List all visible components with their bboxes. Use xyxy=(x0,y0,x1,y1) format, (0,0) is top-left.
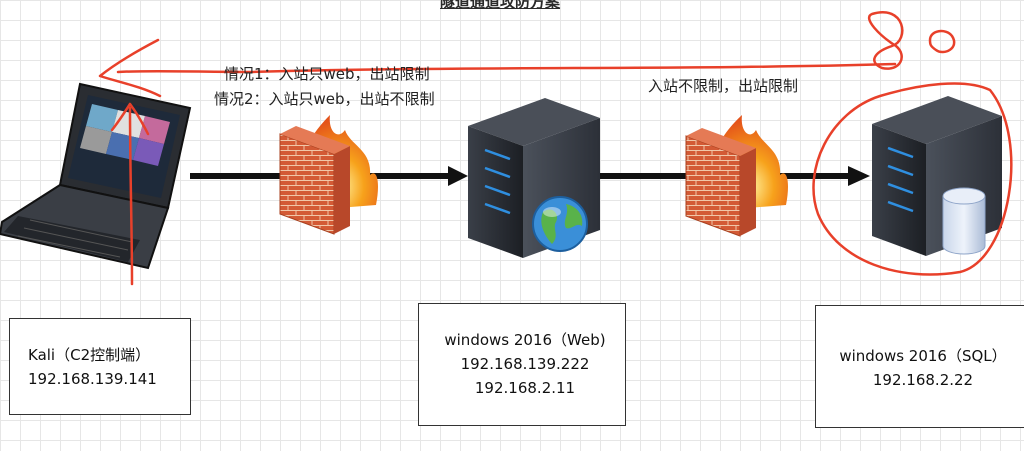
web-node-ip-1: 192.168.139.222 xyxy=(460,355,590,373)
web-server-icon xyxy=(468,98,600,258)
annotation-circle-sql xyxy=(812,82,1013,276)
annotation-arrowhead-left xyxy=(98,38,162,98)
kali-node-box: Kali（C2控制端） 192.168.139.141 xyxy=(9,318,191,415)
case-1-label: 情况1：入站只web，出站限制 xyxy=(224,65,430,83)
annotation-arrowhead-up xyxy=(110,102,150,136)
sql-node-name: windows 2016（SQL） xyxy=(839,347,1007,365)
diagram-title: 隧道通道攻防方案 xyxy=(440,0,561,11)
sql-node-ip: 192.168.2.22 xyxy=(872,371,974,389)
red-annotations xyxy=(98,11,1013,286)
case-2-label: 情况2：入站只web，出站不限制 xyxy=(214,90,435,108)
web-node-ip-2: 192.168.2.11 xyxy=(474,379,576,397)
web-node-name: windows 2016（Web) xyxy=(444,331,606,349)
annotation-scribble-zero xyxy=(928,29,956,54)
firewall-icon xyxy=(685,115,788,237)
case-3-label: 入站不限制，出站限制 xyxy=(648,77,799,95)
annotation-vertical-arrow xyxy=(128,106,134,286)
web-node-box: windows 2016（Web) 192.168.139.222 192.16… xyxy=(418,303,626,426)
kali-node-name: Kali（C2控制端） xyxy=(28,346,151,364)
annotation-scribble-eight xyxy=(868,11,904,70)
database-icon xyxy=(942,187,986,255)
sql-node-box: windows 2016（SQL） 192.168.2.22 xyxy=(815,305,1024,428)
firewall-icon xyxy=(279,115,378,235)
kali-node-ip: 192.168.139.141 xyxy=(28,370,157,388)
annotation-long-arrow xyxy=(116,62,897,74)
globe-icon xyxy=(532,196,588,252)
laptop-icon xyxy=(0,82,192,270)
